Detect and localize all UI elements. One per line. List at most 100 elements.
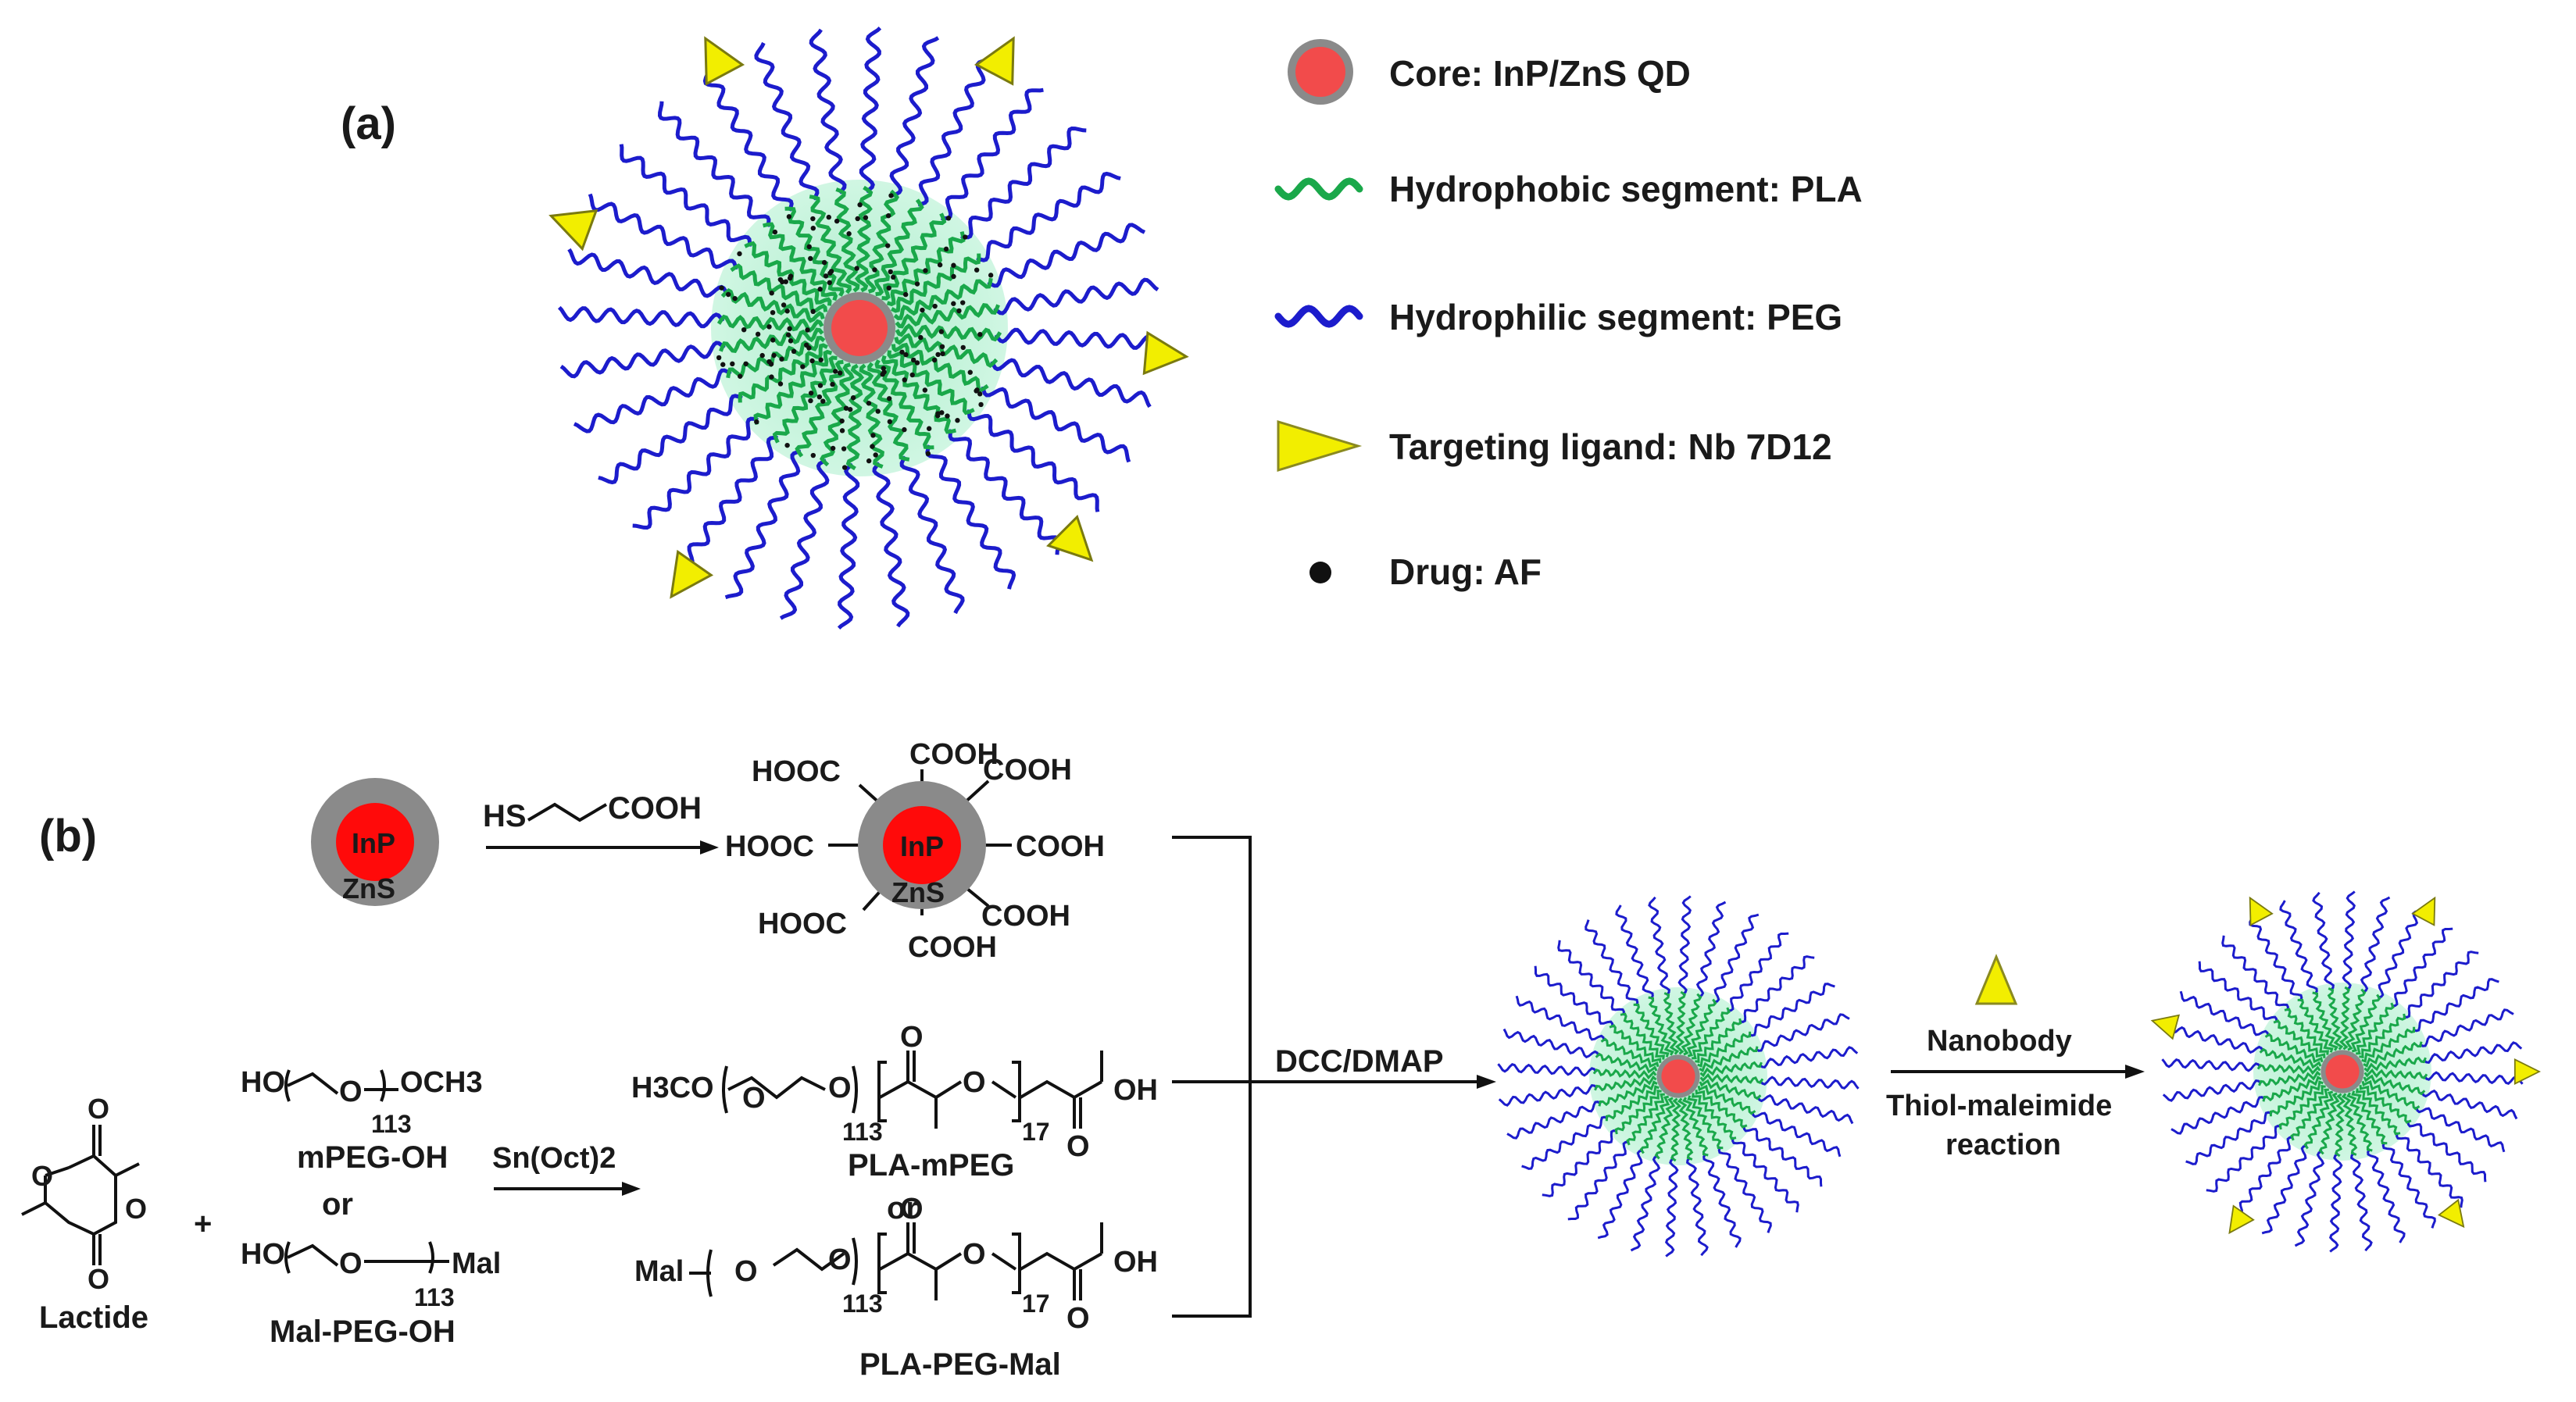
- peg-chain: [573, 368, 732, 433]
- pla-peg-mal-structure: [689, 1222, 1103, 1300]
- pla-chain: [2351, 1090, 2388, 1145]
- peg-chain: [2198, 961, 2278, 1023]
- pla-chain: [763, 222, 838, 301]
- pla-mpeg-label: PLA-mPEG: [848, 1148, 1014, 1183]
- peg-chain: [2249, 915, 2303, 1002]
- mpeg-ho: HO: [241, 1066, 285, 1099]
- drug-dot: [830, 381, 835, 387]
- lactide-o-bottom: O: [88, 1263, 109, 1295]
- peg-chain: [598, 394, 743, 485]
- pla-chain: [2256, 1063, 2321, 1076]
- peg-chain: [1717, 1146, 1772, 1233]
- drug-dot: [910, 357, 916, 363]
- pla-chain: [1633, 1003, 1670, 1058]
- pla-chain: [1670, 1097, 1682, 1162]
- drug-dot: [932, 303, 938, 309]
- lactide-o-top: O: [88, 1093, 109, 1125]
- pla-chain: [1686, 998, 1717, 1058]
- coupling-label: DCC/DMAP: [1275, 1044, 1444, 1079]
- drug-dot: [951, 301, 956, 306]
- drug-dot: [777, 276, 784, 283]
- peg-chain: [779, 458, 830, 620]
- legend-label-pla: Hydrophobic segment: PLA: [1389, 169, 1863, 209]
- drug-dot: [846, 231, 852, 237]
- pla-chain: [874, 359, 934, 450]
- peg-chain: [993, 277, 1159, 316]
- pla-chain: [2359, 1013, 2406, 1059]
- pla-chain: [2259, 1047, 2322, 1069]
- drug-dot: [955, 418, 960, 423]
- peg-chain: [2170, 1096, 2266, 1135]
- pla-chain: [1600, 1037, 1660, 1068]
- pla-chain: [1687, 1095, 1724, 1150]
- mpeg-label: mPEG-OH: [297, 1140, 448, 1175]
- pla-chain: [895, 303, 1000, 329]
- drug-dot: [855, 216, 860, 222]
- pla-chain: [893, 277, 993, 320]
- nanobody-icon: [1974, 954, 2018, 1005]
- pla-chain: [2318, 1092, 2340, 1155]
- drug-dot: [977, 331, 983, 337]
- legend: Core: InP/ZnS QD Hydrophobic segment: PL…: [1274, 39, 1863, 592]
- peg-chain: [1748, 983, 1835, 1037]
- pla-chain: [2361, 1079, 2421, 1111]
- pla-peg-mal-o2: O: [828, 1243, 852, 1276]
- drug-dot: [769, 374, 774, 380]
- peg-chain: [2312, 891, 2335, 992]
- peg-chain: [619, 144, 752, 247]
- drug-dot: [768, 361, 774, 367]
- drug-dot: [938, 329, 945, 334]
- pla-mpeg-oh: OH: [1113, 1074, 1158, 1107]
- lactide-o-ring-right: O: [125, 1193, 147, 1225]
- ligand-triangle: [1142, 330, 1189, 376]
- qd-core-label: InP: [352, 827, 395, 859]
- pla-chain: [2338, 986, 2351, 1051]
- peg-chain: [976, 171, 1121, 262]
- peg-chain: [2412, 978, 2499, 1033]
- drug-dot: [854, 266, 859, 271]
- drug-dot: [720, 362, 726, 367]
- pla-chain: [738, 343, 828, 403]
- pla-chain: [2303, 1090, 2335, 1150]
- peg-chain: [1738, 955, 1815, 1023]
- drug-dot: [872, 267, 877, 273]
- pla-peg-mal-n2: 17: [1022, 1290, 1050, 1318]
- drug-dot: [945, 413, 950, 419]
- pla-peg-mal-oh: OH: [1113, 1246, 1158, 1279]
- malpeg-mal: Mal: [452, 1247, 501, 1280]
- pla-chain: [1663, 992, 1680, 1055]
- pla-chain: [2359, 1085, 2412, 1124]
- pla-peg-mal-n1: 113: [842, 1290, 883, 1318]
- peg-chain: [1731, 1136, 1799, 1213]
- peg-chain: [960, 126, 1087, 240]
- peg-chain: [1515, 995, 1606, 1042]
- propyl-chain: [527, 802, 608, 822]
- peg-chain: [948, 429, 1062, 555]
- drug-dot: [837, 370, 843, 376]
- drug-dot: [787, 326, 792, 332]
- pla-mpeg-h3co: H3CO: [631, 1072, 714, 1104]
- pla-chain: [2355, 1088, 2401, 1136]
- pla-chain: [2284, 1008, 2330, 1055]
- peg-chain: [941, 87, 1044, 221]
- drug-dot: [716, 355, 722, 361]
- legend-label-drug: Drug: AF: [1389, 551, 1542, 592]
- peg-chain: [1506, 1101, 1602, 1140]
- pla-chain: [854, 185, 874, 293]
- peg-chain: [2221, 935, 2289, 1011]
- lactide-structure: [21, 1125, 140, 1265]
- ligand-triangle: [2411, 896, 2436, 926]
- pla-chain: [1614, 1089, 1662, 1135]
- drug-dot: [873, 452, 878, 458]
- qd-core-label: InP: [900, 830, 944, 862]
- drug-dot: [738, 373, 743, 379]
- pla-chain: [730, 263, 828, 314]
- drug-dot: [817, 383, 824, 388]
- drug-dot: [839, 428, 845, 433]
- pla-mpeg-n1: 113: [842, 1118, 883, 1146]
- peg-chain: [1702, 1153, 1742, 1248]
- peg-chain: [1756, 1093, 1854, 1125]
- peg-chain: [889, 36, 940, 198]
- drug-dot: [925, 451, 931, 456]
